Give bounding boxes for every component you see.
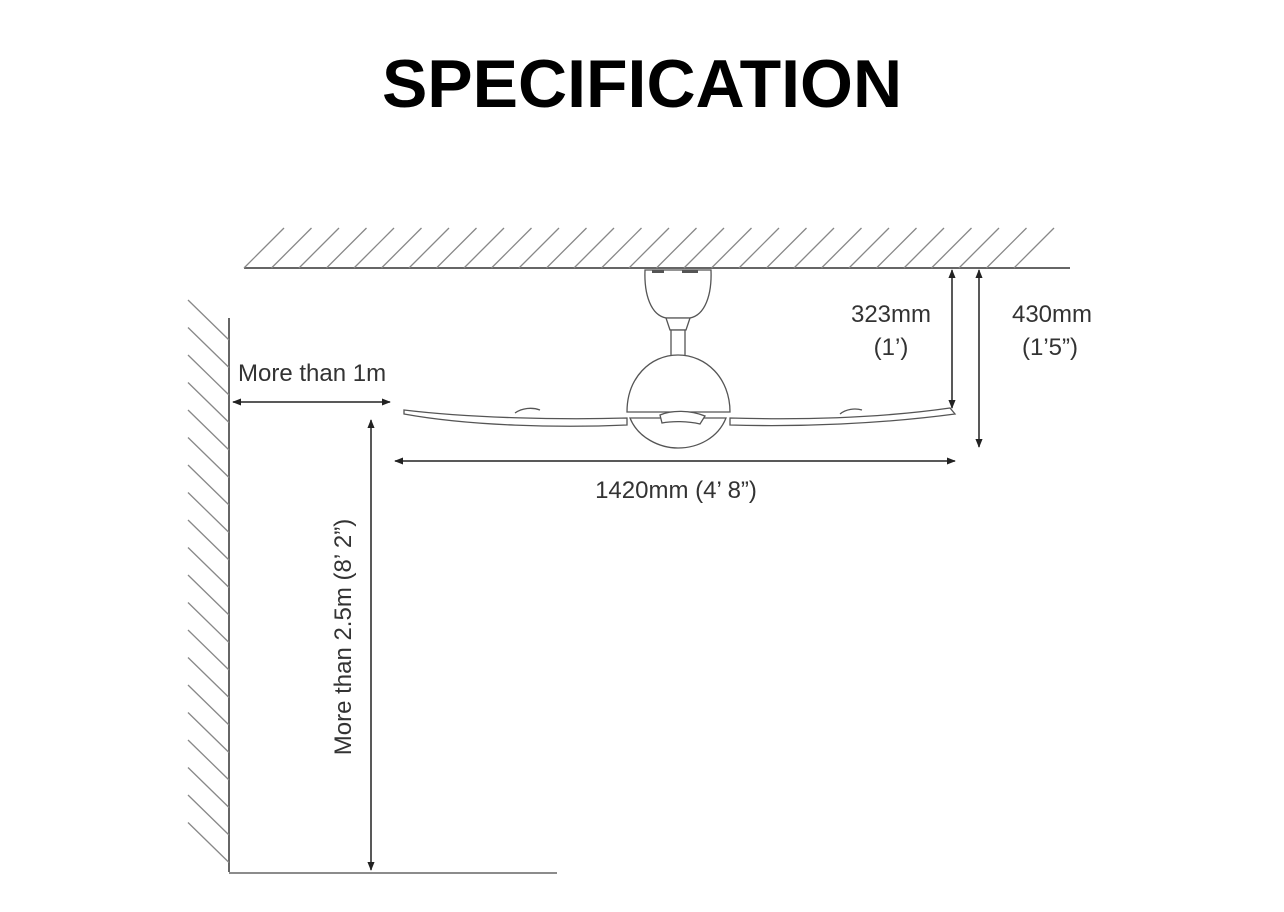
wall-hatch-stroke bbox=[187, 382, 230, 423]
dimension-lines bbox=[232, 269, 983, 871]
ceiling-hatch-stroke bbox=[298, 227, 340, 269]
ceiling-hatch-stroke bbox=[848, 227, 890, 269]
wall-hatch-stroke bbox=[187, 409, 230, 451]
ceiling-hatch-stroke bbox=[436, 227, 477, 269]
ceiling-hatch-stroke bbox=[903, 227, 945, 269]
drop-to-blade-mm-label: 323mm bbox=[851, 301, 931, 328]
wall-hatch-stroke bbox=[187, 547, 230, 588]
wall-hatch-stroke bbox=[187, 299, 230, 341]
wall-hatch-stroke bbox=[187, 464, 230, 506]
ceiling-hatch-stroke bbox=[683, 227, 725, 269]
wall bbox=[187, 299, 230, 872]
wall-hatch-stroke bbox=[187, 327, 230, 368]
ceiling-hatch-stroke bbox=[463, 227, 505, 269]
wall-clearance-label: More than 1m bbox=[238, 360, 386, 387]
wall-hatch-stroke bbox=[187, 822, 230, 863]
floor-clearance-label: More than 2.5m (8’ 2”) bbox=[330, 519, 357, 756]
wall-hatch-stroke bbox=[187, 492, 230, 533]
ceiling-hatch-stroke bbox=[353, 227, 395, 269]
total-height-imperial-label: (1’5”) bbox=[1022, 334, 1078, 361]
ceiling-hatch-stroke bbox=[408, 227, 450, 269]
ceiling-hatch-stroke bbox=[711, 227, 752, 269]
ceiling-hatch-stroke bbox=[876, 227, 917, 269]
ceiling-hatch-stroke bbox=[628, 227, 670, 269]
ceiling-hatch-stroke bbox=[821, 227, 862, 269]
ceiling-hatch-stroke bbox=[793, 227, 835, 269]
ceiling-hatch-stroke bbox=[986, 227, 1027, 269]
ceiling-hatch-stroke bbox=[738, 227, 780, 269]
ceiling-hatch-stroke bbox=[243, 227, 285, 269]
ceiling-fan bbox=[403, 269, 957, 449]
wall-hatch-stroke bbox=[187, 767, 230, 808]
drop-to-blade-imperial-label: (1’) bbox=[874, 334, 909, 361]
ceiling-hatch-stroke bbox=[546, 227, 587, 269]
ceiling-hatch-stroke bbox=[931, 227, 972, 269]
wall-hatch-stroke bbox=[187, 602, 230, 643]
wall-hatch-stroke bbox=[187, 794, 230, 836]
ceiling-hatch-stroke bbox=[326, 227, 367, 269]
wall-hatch-stroke bbox=[187, 629, 230, 671]
ceiling-hatch-stroke bbox=[271, 227, 312, 269]
blade-span-label: 1420mm (4’ 8”) bbox=[595, 477, 757, 504]
wall-hatch-stroke bbox=[187, 519, 230, 561]
total-height-mm-label: 430mm bbox=[1012, 301, 1092, 328]
ceiling bbox=[243, 227, 1070, 269]
wall-hatch-stroke bbox=[187, 684, 230, 726]
page-title: SPECIFICATION bbox=[381, 46, 903, 122]
wall-hatch-stroke bbox=[187, 354, 230, 396]
wall-hatch-stroke bbox=[187, 657, 230, 698]
ceiling-hatch-stroke bbox=[656, 227, 697, 269]
ceiling-hatch-stroke bbox=[958, 227, 1000, 269]
wall-hatch-stroke bbox=[187, 437, 230, 478]
wall-hatch-stroke bbox=[187, 574, 230, 616]
ceiling-hatch-stroke bbox=[381, 227, 422, 269]
ceiling-hatch-stroke bbox=[518, 227, 560, 269]
ceiling-hatch-stroke bbox=[1013, 227, 1055, 269]
ceiling-hatch-stroke bbox=[601, 227, 642, 269]
wall-hatch-stroke bbox=[187, 712, 230, 753]
ceiling-hatch-stroke bbox=[573, 227, 615, 269]
ceiling-hatch-stroke bbox=[491, 227, 532, 269]
wall-hatch-stroke bbox=[187, 739, 230, 781]
ceiling-hatch-stroke bbox=[766, 227, 807, 269]
